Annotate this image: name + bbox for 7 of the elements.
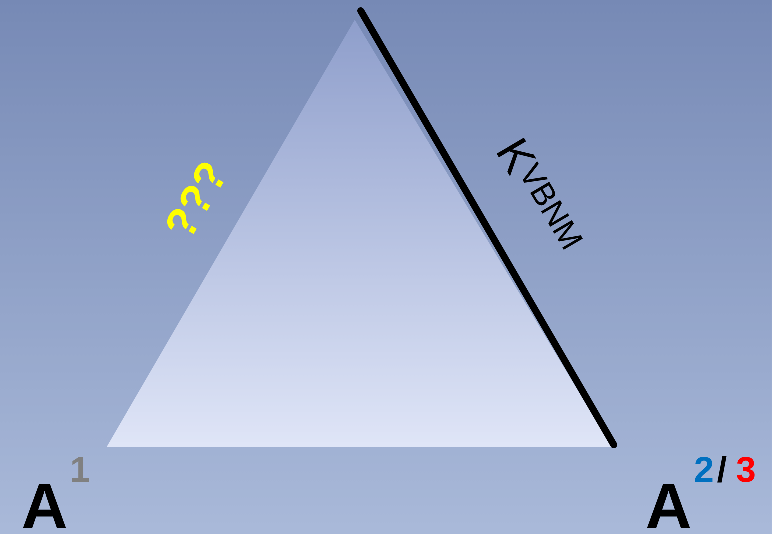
- slash: /: [718, 456, 727, 483]
- vertex-index: 1: [72, 457, 90, 482]
- vertex-index: 2: [695, 456, 713, 482]
- vertex-index: 3: [737, 456, 755, 482]
- question-marks: ???: [167, 162, 224, 234]
- vertex-label: A: [647, 484, 690, 528]
- vertex-label: A: [23, 484, 66, 528]
